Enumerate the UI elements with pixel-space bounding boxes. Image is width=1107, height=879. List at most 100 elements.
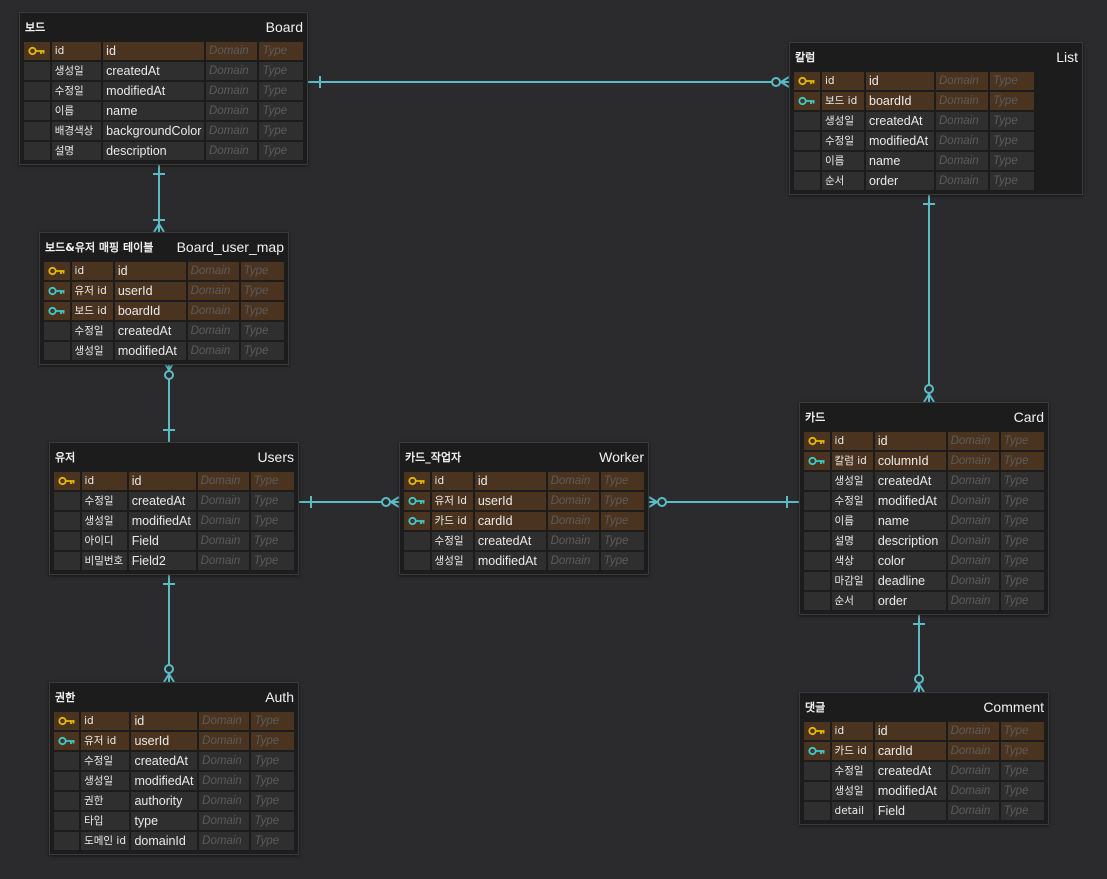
column-domain[interactable]: Domain: [946, 741, 1000, 761]
column-domain[interactable]: Domain: [205, 141, 259, 161]
column-type[interactable]: Type: [999, 471, 1045, 491]
column-type[interactable]: Type: [599, 511, 645, 531]
column-type[interactable]: Type: [989, 131, 1035, 151]
column-domain[interactable]: Domain: [946, 721, 1000, 741]
column-name[interactable]: modifiedAt: [130, 771, 199, 791]
column-type[interactable]: Type: [999, 551, 1045, 571]
column-name[interactable]: order: [865, 171, 935, 191]
column-name[interactable]: backgroundColor: [102, 121, 206, 141]
column-domain[interactable]: Domain: [198, 731, 251, 751]
column-name[interactable]: color: [873, 551, 947, 571]
column-korean-label[interactable]: 유저 Id: [430, 491, 474, 511]
column-korean-label[interactable]: 이름: [50, 101, 103, 121]
column-type[interactable]: Type: [250, 731, 295, 751]
column-name[interactable]: id: [113, 261, 187, 281]
column-korean-label[interactable]: 비밀번호: [80, 551, 128, 571]
column-name[interactable]: authority: [130, 791, 199, 811]
column-korean-label[interactable]: id: [80, 471, 128, 491]
column-type[interactable]: Type: [599, 471, 645, 491]
column-name[interactable]: domainId: [130, 831, 199, 851]
column-domain[interactable]: Domain: [946, 761, 1000, 781]
column-domain[interactable]: Domain: [946, 571, 1000, 591]
column-name[interactable]: boardId: [113, 301, 187, 321]
column-name[interactable]: modifiedAt: [865, 131, 935, 151]
column-type[interactable]: Type: [250, 811, 295, 831]
column-name[interactable]: modifiedAt: [127, 511, 197, 531]
column-type[interactable]: Type: [999, 591, 1045, 611]
column-domain[interactable]: Domain: [198, 771, 251, 791]
column-name[interactable]: userId: [130, 731, 199, 751]
column-korean-label[interactable]: 카드 id: [830, 741, 874, 761]
column-name[interactable]: columnId: [873, 451, 947, 471]
column-korean-label[interactable]: 수정일: [80, 491, 128, 511]
column-domain[interactable]: Domain: [205, 121, 259, 141]
column-korean-label[interactable]: 도메인 id: [80, 831, 131, 851]
column-domain[interactable]: Domain: [546, 491, 600, 511]
column-korean-label[interactable]: 타입: [80, 811, 131, 831]
column-name[interactable]: order: [873, 591, 947, 611]
column-domain[interactable]: Domain: [935, 111, 989, 131]
column-type[interactable]: Type: [999, 491, 1045, 511]
column-type[interactable]: Type: [999, 721, 1045, 741]
column-type[interactable]: Type: [258, 61, 304, 81]
column-type[interactable]: Type: [999, 451, 1045, 471]
column-type[interactable]: Type: [250, 771, 295, 791]
column-korean-label[interactable]: 수정일: [50, 81, 103, 101]
column-name[interactable]: Field2: [127, 551, 197, 571]
column-name[interactable]: createdAt: [130, 751, 199, 771]
column-type[interactable]: Type: [258, 81, 304, 101]
column-name[interactable]: Field: [127, 531, 197, 551]
column-type[interactable]: Type: [999, 781, 1045, 801]
column-korean-label[interactable]: detail: [830, 801, 874, 821]
column-type[interactable]: Type: [599, 551, 645, 571]
column-type[interactable]: Type: [999, 741, 1045, 761]
column-name[interactable]: id: [102, 41, 206, 61]
column-type[interactable]: Type: [989, 171, 1035, 191]
column-type[interactable]: Type: [239, 321, 285, 341]
column-name[interactable]: createdAt: [873, 761, 947, 781]
column-domain[interactable]: Domain: [546, 511, 600, 531]
column-domain[interactable]: Domain: [946, 451, 1000, 471]
column-domain[interactable]: Domain: [205, 101, 259, 121]
column-domain[interactable]: Domain: [205, 41, 259, 61]
column-korean-label[interactable]: 순서: [821, 171, 865, 191]
column-korean-label[interactable]: 수정일: [821, 131, 865, 151]
column-type[interactable]: Type: [258, 41, 304, 61]
column-domain[interactable]: Domain: [935, 171, 989, 191]
column-name[interactable]: description: [873, 531, 947, 551]
column-name[interactable]: userId: [113, 281, 187, 301]
column-korean-label[interactable]: 생성일: [821, 111, 865, 131]
column-name[interactable]: id: [130, 711, 199, 731]
column-domain[interactable]: Domain: [196, 511, 250, 531]
column-korean-label[interactable]: 이름: [830, 511, 874, 531]
column-name[interactable]: createdAt: [127, 491, 197, 511]
column-korean-label[interactable]: 유저 id: [80, 731, 131, 751]
column-name[interactable]: modifiedAt: [102, 81, 206, 101]
column-korean-label[interactable]: id: [830, 721, 874, 741]
column-korean-label[interactable]: 생성일: [50, 61, 103, 81]
column-korean-label[interactable]: id: [50, 41, 103, 61]
column-name[interactable]: name: [102, 101, 206, 121]
